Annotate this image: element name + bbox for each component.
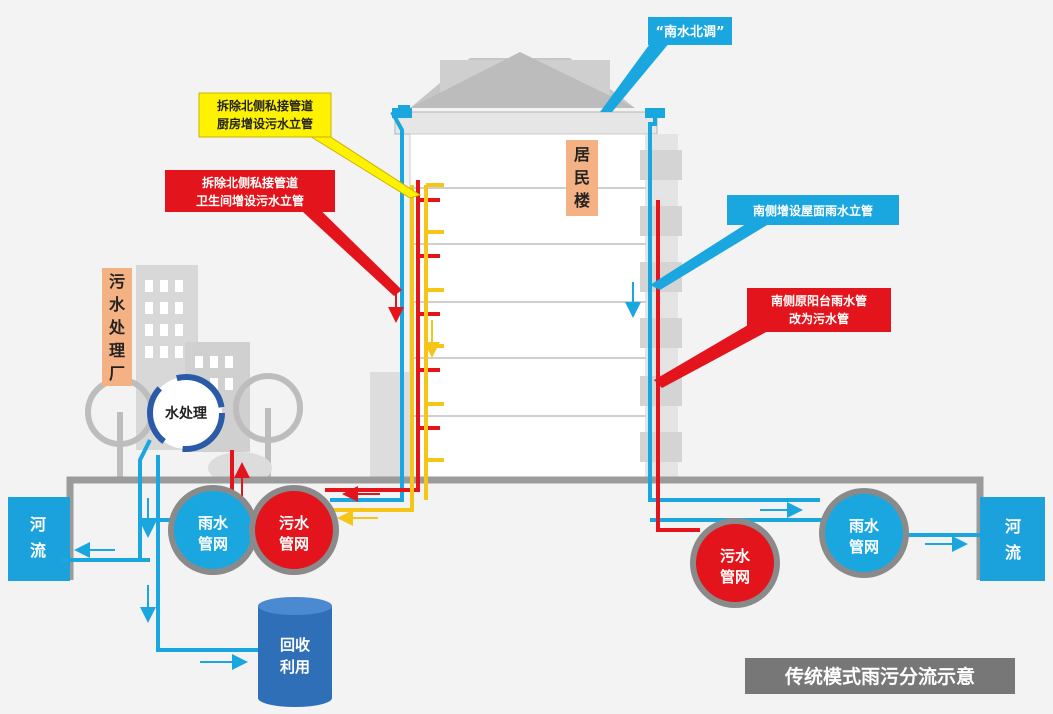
south-roof-box: [727, 195, 899, 225]
south-balcony-line1: 南侧原阳台雨水管: [771, 293, 867, 308]
sewage-net-right: [690, 518, 780, 608]
river-left: [8, 497, 70, 581]
south-roof-label: 南侧增设屋面雨水立管: [753, 203, 873, 218]
plant-char-4: 理: [109, 341, 125, 360]
north-toilet-line1: 拆除北侧私接管道: [202, 175, 298, 190]
river-left-char-1: 河: [30, 515, 46, 534]
plant-char-3: 处: [108, 318, 126, 337]
plant-char-1: 污: [109, 272, 125, 291]
residential-char-2: 民: [574, 168, 590, 187]
cycle-arrow-icon: [147, 374, 225, 452]
caption-box: [745, 658, 1015, 694]
plant-label-box: [102, 268, 132, 386]
rain-net-left-line1: 雨水: [198, 514, 229, 532]
north-toilet-box: [165, 170, 335, 212]
rain-net-right-line1: 雨水: [849, 517, 880, 535]
water-treatment-label: 水处理: [165, 405, 207, 422]
plant-char-2: 水: [109, 295, 126, 314]
callout-pointers: [290, 30, 772, 388]
north-kitchen-line2: 厨房增设污水立管: [217, 116, 313, 131]
river-right-char-1: 河: [1005, 517, 1021, 536]
south-balcony-line2: 改为污水管: [789, 311, 849, 326]
south-balcony-box: [747, 288, 891, 332]
residential-char-3: 楼: [574, 191, 590, 210]
south-north-label: “南水北调”: [655, 24, 724, 40]
arrow-icon: [74, 282, 968, 670]
residential-char-1: 居: [574, 145, 590, 164]
plant-char-5: 厂: [109, 364, 125, 383]
sewage-net-left-line2: 管网: [279, 535, 309, 553]
tank-icon: [258, 597, 332, 707]
rain-net-right: [819, 488, 909, 578]
caption: 传统模式雨污分流示意: [784, 665, 975, 688]
recycle-line2: 利用: [280, 658, 310, 676]
rain-net-right-line2: 管网: [849, 538, 879, 556]
rain-net-left-line2: 管网: [198, 535, 228, 553]
recycle-line1: 回收: [280, 636, 310, 654]
sewage-net-right-line2: 管网: [720, 568, 750, 586]
arrow-icon: [337, 320, 440, 526]
sewage-net-left: [249, 485, 339, 575]
river-right: [980, 497, 1045, 581]
north-toilet-line2: 卫生间增设污水立管: [196, 193, 304, 208]
residential-label-box: [566, 140, 598, 216]
south-north-box: [648, 17, 732, 45]
sewage-net-left-line1: 污水: [279, 514, 310, 532]
river-left-char-2: 流: [30, 541, 46, 560]
sewage-net-right-line1: 污水: [720, 547, 751, 565]
river-right-char-2: 流: [1005, 543, 1021, 562]
north-kitchen-box: [198, 92, 332, 138]
north-kitchen-line1: 拆除北侧私接管道: [217, 98, 313, 113]
